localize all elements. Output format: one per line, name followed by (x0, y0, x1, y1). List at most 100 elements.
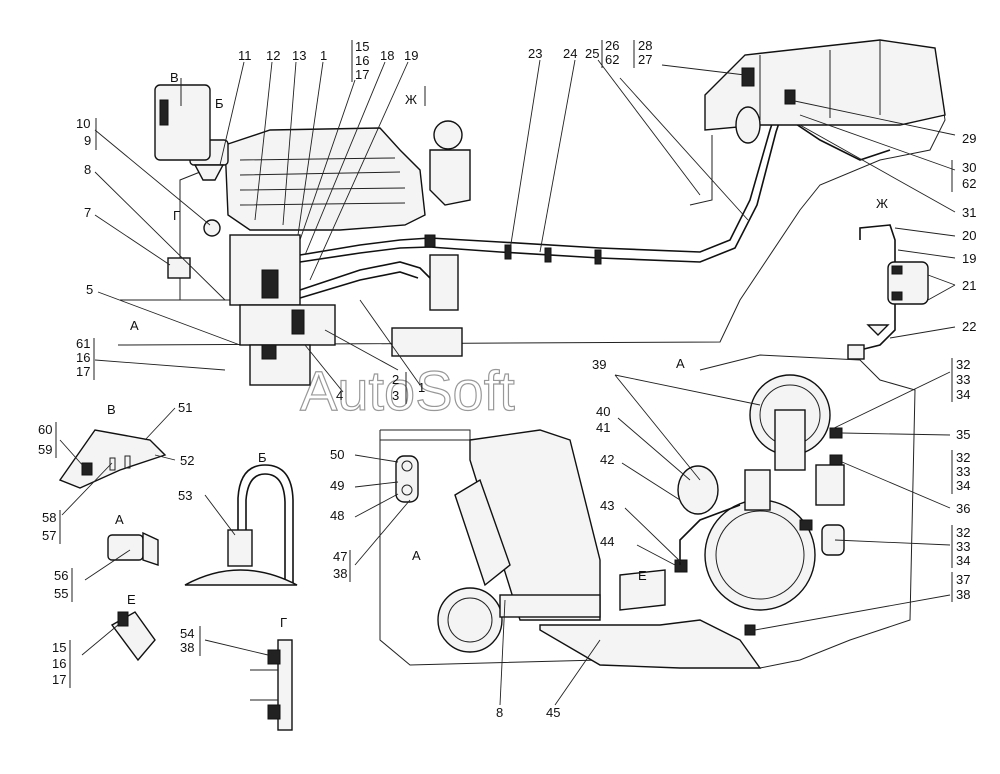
callout-36: 36 (956, 501, 970, 516)
callout-2: 2 (392, 372, 399, 387)
callout-17-bottom: 17 (52, 672, 66, 687)
leader-lines (59, 59, 956, 706)
callout-19-top: 19 (404, 48, 418, 63)
view-letter-b-top: Б (215, 96, 224, 111)
callout-12: 12 (266, 48, 280, 63)
callout-53: 53 (178, 488, 192, 503)
callout-31: 31 (962, 205, 976, 220)
callout-56: 56 (54, 568, 68, 583)
callout-54: 54 (180, 626, 194, 641)
callout-44: 44 (600, 534, 614, 549)
view-g-plate (250, 639, 293, 731)
callout-8-top: 8 (84, 162, 91, 177)
callout-37: 37 (956, 572, 970, 587)
callout-28: 28 (638, 38, 652, 53)
callout-1-mid: 1 (418, 380, 425, 395)
callout-16-bottom: 16 (52, 656, 66, 671)
callout-60: 60 (38, 422, 52, 437)
callout-19-right: 19 (962, 251, 976, 266)
callout-61: 61 (76, 336, 90, 351)
callout-5: 5 (86, 282, 93, 297)
callout-39: 39 (592, 357, 606, 372)
callout-62-top: 62 (605, 52, 619, 67)
view-letter-g-mid: Г (173, 208, 180, 223)
callout-42: 42 (600, 452, 614, 467)
callout-21: 21 (962, 278, 976, 293)
callout-32-a: 32 (956, 357, 970, 372)
callout-17-left: 17 (76, 364, 90, 379)
callout-1: 1 (320, 48, 327, 63)
callout-15: 15 (355, 39, 369, 54)
view-e-sensor (110, 611, 156, 662)
air-cleaner-assembly (379, 354, 916, 669)
callout-33-b: 33 (956, 464, 970, 479)
callout-38-mid: 38 (333, 566, 347, 581)
callout-numbers: 11 12 13 1 15 16 17 18 19 23 24 25 26 62… (38, 38, 976, 720)
label-bars (55, 40, 953, 688)
callout-57: 57 (42, 528, 56, 543)
view-v-detail (58, 429, 167, 489)
watermark-text: AutoSoft (300, 359, 515, 422)
callout-17-top: 17 (355, 67, 369, 82)
callout-27: 27 (638, 52, 652, 67)
callout-15-bottom: 15 (52, 640, 66, 655)
callout-13: 13 (292, 48, 306, 63)
callout-11: 11 (238, 48, 252, 63)
callout-30: 30 (962, 160, 976, 175)
callout-16-top: 16 (355, 53, 369, 68)
callout-48: 48 (330, 508, 344, 523)
callout-43: 43 (600, 498, 614, 513)
callout-7: 7 (84, 205, 91, 220)
callout-38-bottom: 38 (180, 640, 194, 655)
callout-10: 10 (76, 116, 90, 131)
callout-23: 23 (528, 46, 542, 61)
callout-34-b: 34 (956, 478, 970, 493)
callout-34-a: 34 (956, 387, 970, 402)
callout-3: 3 (392, 388, 399, 403)
callout-55: 55 (54, 586, 68, 601)
callout-22: 22 (962, 319, 976, 334)
callout-16-left: 16 (76, 350, 90, 365)
callout-8-bottom: 8 (496, 705, 503, 720)
view-a-cylinder (107, 531, 159, 566)
callout-32-b: 32 (956, 450, 970, 465)
callout-35: 35 (956, 427, 970, 442)
callout-47: 47 (333, 549, 347, 564)
view-letter-v-left: В (107, 402, 116, 417)
view-letter-a-left: А (115, 512, 124, 527)
callout-20: 20 (962, 228, 976, 243)
callout-29: 29 (962, 131, 976, 146)
engine-assembly (117, 49, 946, 386)
callout-32-c: 32 (956, 525, 970, 540)
expansion-tank (689, 39, 946, 206)
view-letters: В Б Ж Г А Ж А В Б А Е Г А Е (107, 70, 888, 630)
callout-41: 41 (596, 420, 610, 435)
callout-25: 25 (585, 46, 599, 61)
callout-45: 45 (546, 705, 560, 720)
callout-58: 58 (42, 510, 56, 525)
bracket-detail (395, 455, 419, 503)
callout-49: 49 (330, 478, 344, 493)
view-letter-g-bottom: Г (280, 615, 287, 630)
callout-18: 18 (380, 48, 394, 63)
view-letter-a-mid: А (130, 318, 139, 333)
callout-26: 26 (605, 38, 619, 53)
callout-50: 50 (330, 447, 344, 462)
callout-4: 4 (336, 388, 343, 403)
view-letter-a-low: А (412, 548, 421, 563)
callout-59: 59 (38, 442, 52, 457)
callout-52: 52 (180, 453, 194, 468)
view-letter-zh-right: Ж (876, 196, 888, 211)
callout-51: 51 (178, 400, 192, 415)
callout-40: 40 (596, 404, 610, 419)
callout-34-c: 34 (956, 553, 970, 568)
callout-38-right: 38 (956, 587, 970, 602)
view-zh-hose (847, 224, 929, 360)
view-letter-zh-top: Ж (405, 92, 417, 107)
view-b-hose-loop (184, 464, 298, 586)
callout-62-right: 62 (962, 176, 976, 191)
view-letter-b-bottom: Б (258, 450, 267, 465)
callout-24: 24 (563, 46, 577, 61)
view-letter-a-right: А (676, 356, 685, 371)
